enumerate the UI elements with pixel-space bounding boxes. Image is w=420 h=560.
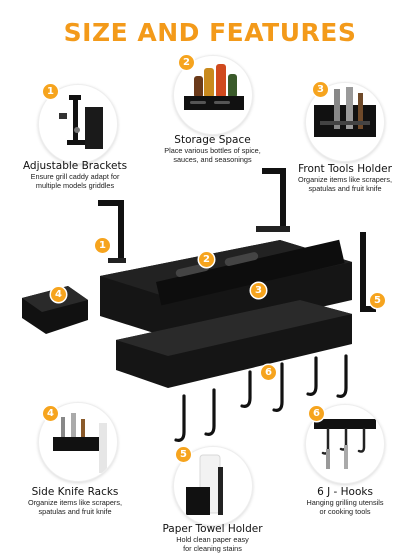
callout-badge-2: 2 bbox=[199, 252, 214, 267]
feature-thumbnail-paper-towel bbox=[173, 446, 253, 526]
feature-desc-brackets: Ensure grill caddy adapt for multiple mo… bbox=[30, 172, 120, 190]
callout-badge-1: 1 bbox=[95, 238, 110, 253]
feature-badge-4: 4 bbox=[43, 406, 58, 421]
callout-badge-6: 6 bbox=[261, 365, 276, 380]
feature-title-hooks: 6 J - Hooks bbox=[317, 486, 373, 498]
feature-badge-2: 2 bbox=[179, 55, 194, 70]
feature-title-paper-towel: Paper Towel Holder bbox=[162, 523, 263, 535]
feature-title-storage: Storage Space bbox=[174, 134, 251, 146]
callout-badge-3: 3 bbox=[251, 283, 266, 298]
feature-desc-storage: Place various bottles of spice, sauces, … bbox=[164, 146, 261, 164]
callout-badge-4: 4 bbox=[51, 287, 66, 302]
feature-title-knife-rack: Side Knife Racks bbox=[31, 486, 119, 498]
feature-badge-1: 1 bbox=[43, 84, 58, 99]
feature-thumbnail-front-tools bbox=[305, 82, 385, 162]
feature-desc-paper-towel: Hold clean paper easy for cleaning stain… bbox=[176, 535, 249, 553]
feature-badge-5: 5 bbox=[176, 447, 191, 462]
feature-desc-front-tools: Organize items like scrapers, spatulas a… bbox=[297, 175, 393, 193]
callout-badge-5: 5 bbox=[370, 293, 385, 308]
feature-badge-6: 6 bbox=[309, 406, 324, 421]
feature-title-front-tools: Front Tools Holder bbox=[298, 163, 392, 175]
feature-desc-hooks: Hanging grilling utensils or cooking too… bbox=[306, 498, 384, 516]
feature-title-brackets: Adjustable Brackets bbox=[22, 160, 128, 172]
feature-badge-3: 3 bbox=[313, 82, 328, 97]
feature-desc-knife-rack: Organize items like scrapers, spatulas a… bbox=[27, 498, 123, 516]
page-title: SIZE AND FEATURES bbox=[63, 18, 357, 47]
